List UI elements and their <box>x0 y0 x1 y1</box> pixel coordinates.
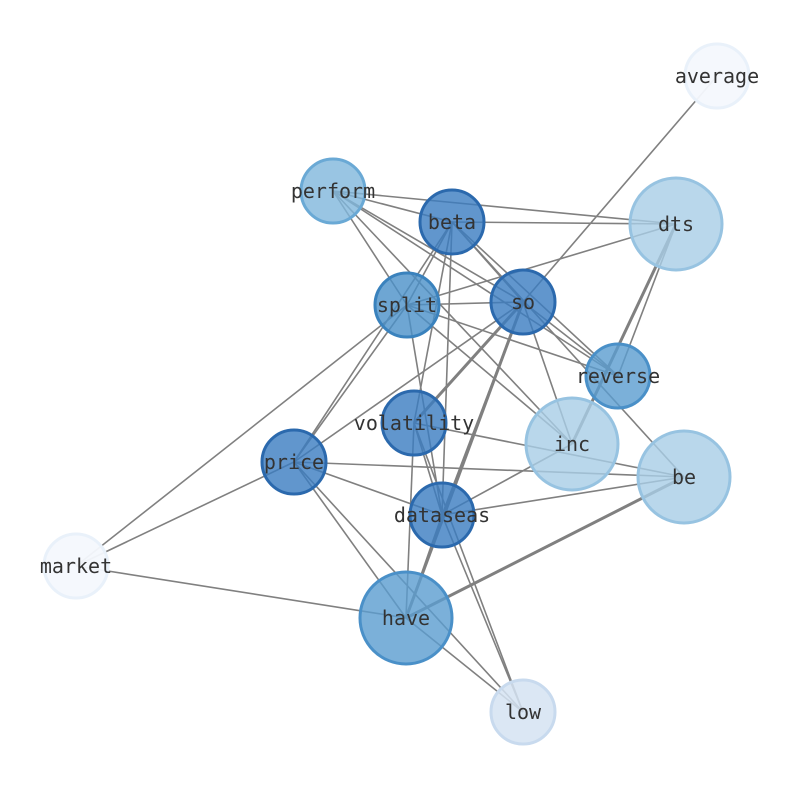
edge-have-be <box>405 475 685 620</box>
edge-average-so <box>522 75 718 303</box>
node-be[interactable] <box>636 429 732 525</box>
node-average[interactable] <box>683 42 751 110</box>
edge-price-market <box>75 461 295 567</box>
node-label-market: market <box>40 554 112 578</box>
node-label-dataseas: dataseas <box>394 503 490 527</box>
edge-so-dataseas <box>441 301 524 516</box>
node-label-be: be <box>672 465 696 489</box>
node-label-have: have <box>382 606 430 630</box>
node-volatility[interactable] <box>380 389 448 457</box>
node-market[interactable] <box>42 532 110 600</box>
edge-beta-dataseas <box>441 221 453 516</box>
node-label-inc: inc <box>554 432 590 456</box>
node-label-split: split <box>377 293 437 317</box>
node-dataseas[interactable] <box>408 481 476 549</box>
node-inc[interactable] <box>524 396 620 492</box>
node-so[interactable] <box>489 268 557 336</box>
edge-perform-dts <box>332 190 677 225</box>
edge-so-price <box>293 301 524 463</box>
edge-market-have <box>75 565 407 619</box>
node-split[interactable] <box>373 271 441 339</box>
node-label-so: so <box>511 290 535 314</box>
node-label-beta: beta <box>428 210 476 234</box>
label-layer: average perform beta dts split so reverse volat… <box>40 64 759 724</box>
node-price[interactable] <box>260 428 328 496</box>
node-layer <box>42 42 751 746</box>
edge-perform-inc <box>332 190 573 445</box>
node-low[interactable] <box>489 678 557 746</box>
edge-market-split <box>75 304 408 567</box>
node-beta[interactable] <box>418 188 486 256</box>
edge-beta-price <box>293 221 453 463</box>
node-label-average: average <box>675 64 759 88</box>
edge-perform-reverse <box>332 190 619 377</box>
node-label-reverse: reverse <box>576 364 660 388</box>
edge-dataseas-low <box>441 514 524 713</box>
node-have[interactable] <box>358 570 454 666</box>
node-label-volatility: volatility <box>354 411 474 435</box>
node-label-price: price <box>264 450 324 474</box>
node-label-perform: perform <box>291 179 375 203</box>
edge-price-be <box>293 461 685 478</box>
node-label-dts: dts <box>658 212 694 236</box>
node-perform[interactable] <box>299 157 367 225</box>
node-label-low: low <box>505 700 542 724</box>
edge-perform-so <box>332 190 524 303</box>
edge-split-reverse <box>406 304 619 377</box>
node-reverse[interactable] <box>584 342 652 410</box>
node-dts[interactable] <box>628 176 724 272</box>
edge-volatility-low <box>413 422 524 713</box>
